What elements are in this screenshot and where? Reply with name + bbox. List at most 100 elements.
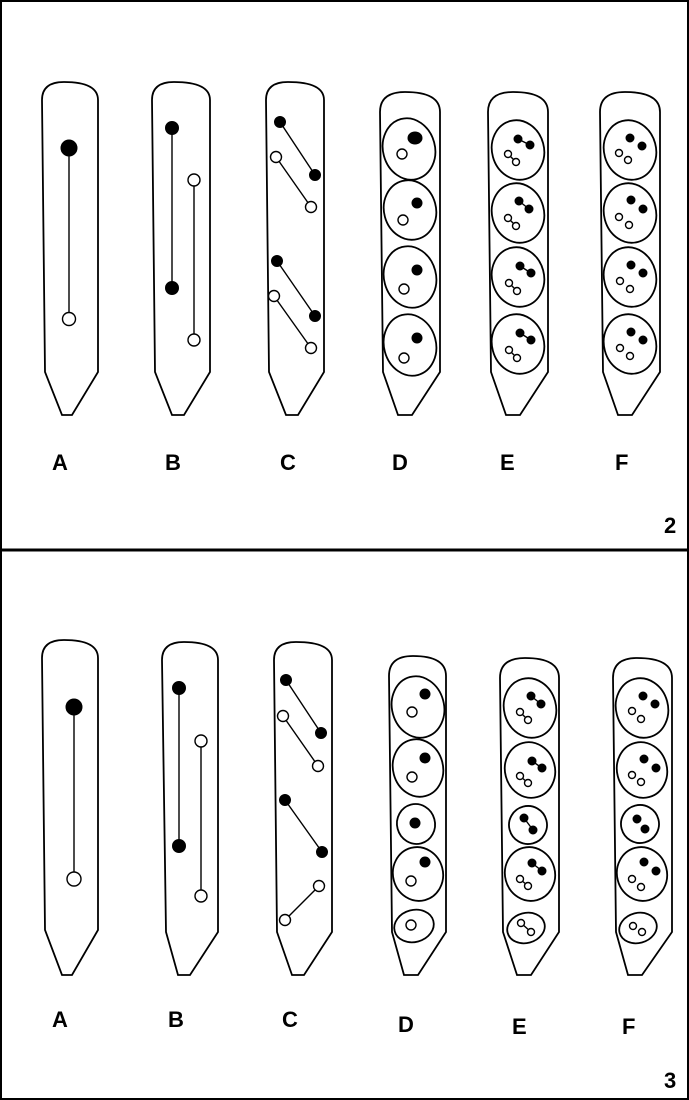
ascospore bbox=[617, 801, 664, 848]
ascus-d-panel-2 bbox=[376, 92, 443, 415]
open-nucleus bbox=[638, 779, 645, 786]
open-nucleus bbox=[525, 883, 532, 890]
closed-nucleus bbox=[317, 847, 328, 858]
closed-nucleus bbox=[420, 689, 430, 699]
ascospore bbox=[377, 174, 443, 245]
stage-label-a: A bbox=[52, 1007, 68, 1032]
closed-nucleus bbox=[408, 132, 422, 144]
closed-nucleus bbox=[640, 858, 648, 866]
stage-label-c: C bbox=[282, 1007, 298, 1032]
closed-nucleus bbox=[638, 142, 646, 150]
closed-nucleus bbox=[641, 825, 649, 833]
open-nucleus bbox=[67, 872, 81, 886]
stage-label-c: C bbox=[280, 450, 296, 475]
open-nucleus bbox=[617, 278, 624, 285]
open-nucleus bbox=[617, 345, 624, 352]
open-nucleus bbox=[269, 291, 280, 302]
open-nucleus bbox=[407, 707, 417, 717]
ascospore bbox=[377, 240, 443, 313]
ascus-a-panel-2 bbox=[42, 82, 98, 415]
closed-nucleus bbox=[281, 675, 292, 686]
ascospore bbox=[597, 114, 663, 185]
open-nucleus bbox=[313, 761, 324, 772]
ascospore bbox=[611, 841, 673, 906]
stage-label-d: D bbox=[392, 450, 408, 475]
ascospore bbox=[377, 308, 443, 381]
spindle-line bbox=[283, 716, 318, 766]
ascus-b-panel-2 bbox=[152, 82, 210, 415]
closed-nucleus bbox=[316, 728, 327, 739]
open-nucleus bbox=[528, 929, 535, 936]
closed-nucleus bbox=[412, 265, 422, 275]
ascus-outline bbox=[42, 82, 98, 415]
closed-nucleus bbox=[516, 262, 524, 270]
ascospore bbox=[485, 114, 551, 185]
closed-nucleus bbox=[527, 692, 535, 700]
stage-label-f: F bbox=[615, 450, 628, 475]
open-nucleus bbox=[399, 284, 409, 294]
closed-nucleus bbox=[626, 134, 634, 142]
ascus-outline bbox=[42, 640, 98, 975]
open-nucleus bbox=[626, 222, 633, 229]
ascospore bbox=[376, 112, 442, 185]
closed-nucleus bbox=[528, 757, 536, 765]
open-nucleus bbox=[517, 709, 524, 716]
open-nucleus bbox=[506, 347, 513, 354]
spindle-line bbox=[276, 157, 311, 207]
open-nucleus bbox=[505, 215, 512, 222]
ascospore bbox=[385, 670, 451, 743]
ascus-outline bbox=[162, 642, 218, 975]
open-nucleus bbox=[397, 149, 407, 159]
ascus-c-panel-2 bbox=[266, 82, 324, 415]
open-nucleus bbox=[406, 920, 416, 930]
panel-2: A B C D E F 2 bbox=[42, 82, 676, 538]
closed-nucleus bbox=[538, 764, 546, 772]
ascus-b-panel-3 bbox=[162, 642, 218, 975]
closed-nucleus bbox=[514, 135, 522, 143]
closed-nucleus bbox=[633, 815, 641, 823]
closed-nucleus bbox=[61, 140, 77, 156]
open-nucleus bbox=[517, 773, 524, 780]
closed-nucleus bbox=[310, 170, 321, 181]
open-nucleus bbox=[407, 772, 417, 782]
ascospore bbox=[609, 672, 675, 743]
closed-nucleus bbox=[275, 117, 286, 128]
closed-nucleus bbox=[527, 269, 535, 277]
ascospore bbox=[597, 308, 663, 379]
open-nucleus bbox=[513, 223, 520, 230]
open-nucleus bbox=[627, 353, 634, 360]
ascus-e-panel-2 bbox=[485, 92, 551, 415]
ascospore bbox=[485, 241, 551, 312]
closed-nucleus bbox=[529, 826, 537, 834]
open-nucleus bbox=[639, 929, 646, 936]
open-nucleus bbox=[195, 890, 207, 902]
open-nucleus bbox=[505, 151, 512, 158]
ascus-outline bbox=[266, 82, 324, 415]
ascospore bbox=[387, 841, 449, 906]
closed-nucleus bbox=[526, 141, 534, 149]
open-nucleus bbox=[188, 334, 200, 346]
ascospore bbox=[611, 736, 674, 803]
open-nucleus bbox=[630, 923, 637, 930]
closed-nucleus bbox=[538, 867, 546, 875]
ascus-a-panel-3 bbox=[42, 640, 98, 975]
closed-nucleus bbox=[627, 328, 635, 336]
open-nucleus bbox=[314, 881, 325, 892]
closed-nucleus bbox=[173, 840, 186, 853]
open-nucleus bbox=[514, 355, 521, 362]
open-nucleus bbox=[399, 353, 409, 363]
ascus-f-panel-3 bbox=[609, 658, 675, 975]
open-nucleus bbox=[195, 735, 207, 747]
open-nucleus bbox=[638, 884, 645, 891]
open-nucleus bbox=[514, 288, 521, 295]
ascospore bbox=[505, 802, 552, 849]
closed-nucleus bbox=[166, 122, 179, 135]
open-nucleus bbox=[406, 876, 416, 886]
open-nucleus bbox=[306, 202, 317, 213]
ascospore bbox=[597, 177, 663, 248]
open-nucleus bbox=[398, 215, 408, 225]
spindle-line bbox=[285, 800, 322, 852]
spindle-line bbox=[286, 680, 321, 733]
ascus-d-panel-3 bbox=[385, 656, 451, 975]
ascospore bbox=[597, 241, 663, 312]
